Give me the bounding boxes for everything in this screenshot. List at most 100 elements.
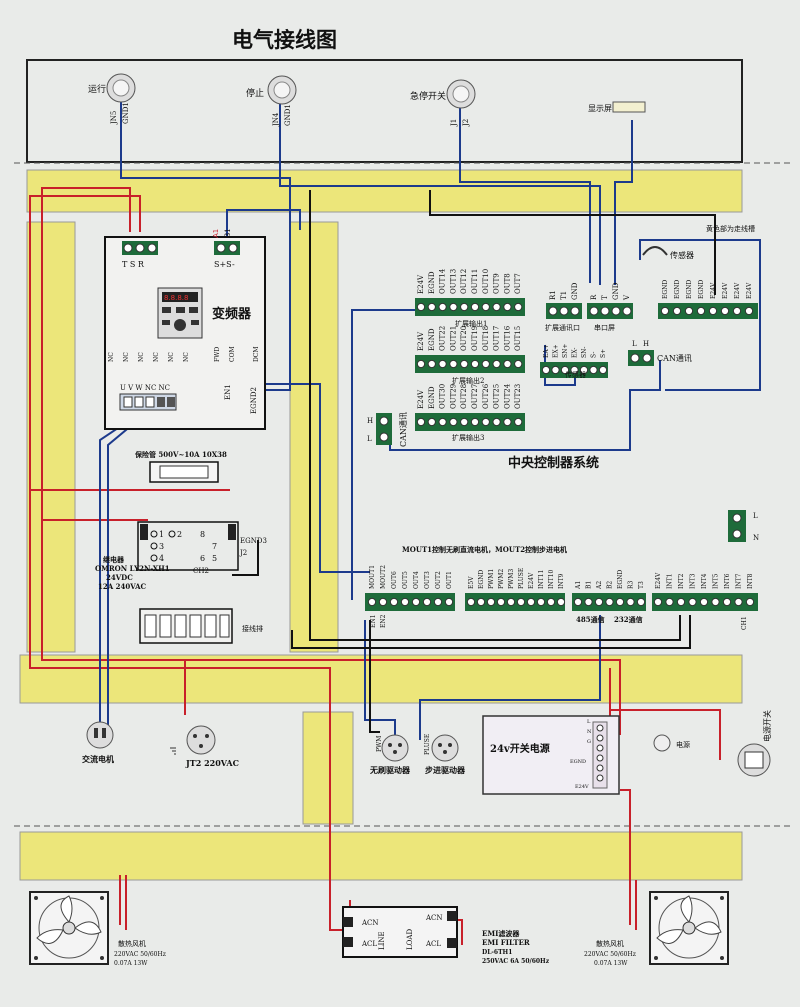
ext-comm-pin-7: S+	[600, 349, 607, 358]
relay-box	[137, 521, 239, 571]
pwm-screw-7	[526, 597, 536, 607]
exp1-screw-1	[416, 302, 426, 312]
sensor-power-pin-6: E24V	[722, 282, 729, 299]
sensor-label: 传感器	[565, 370, 586, 379]
relay-pin-5: 5	[212, 554, 217, 563]
exp1-screw-8	[492, 302, 501, 312]
power-inlet: 电源	[653, 734, 690, 752]
serial-pin-r1: R1	[549, 290, 557, 300]
run-pin-2: GND1	[122, 102, 130, 124]
inverter-s-terminals: S+S-	[214, 260, 235, 269]
sensor-power-connector	[658, 303, 758, 319]
pwm-screw-9	[546, 597, 556, 607]
sensor-power-pin-1: EGND	[662, 280, 669, 299]
exp2-screw-4	[449, 359, 458, 369]
exp3-screw-3	[438, 417, 447, 427]
sensor-power-screw-6	[720, 306, 730, 316]
comm-screw-6	[626, 597, 635, 607]
ext-comm-screw-6	[589, 365, 598, 375]
exp1-screw-4	[449, 302, 458, 312]
mout-pin-2: MOUT2	[380, 565, 387, 589]
exp2-pin-5: OUT20	[460, 326, 468, 351]
estop-switch: 急停开关 J1 J2	[410, 79, 476, 127]
input-screw-5	[699, 597, 709, 607]
exp3-pin-7: OUT26	[482, 383, 490, 409]
sensor-power-screw-5	[708, 306, 718, 316]
fan-left-spec1: 220VAC 50/60Hz	[114, 951, 166, 958]
input-pin-7: INT6	[724, 573, 731, 589]
can-pin-l: L	[632, 340, 637, 348]
pwm-screw-5	[506, 597, 516, 607]
psu-pin-egnd: EGND	[570, 759, 586, 765]
exp2-screw-1	[416, 359, 426, 369]
estop-pin-1: J1	[450, 119, 458, 127]
inverter-keypad: 8.8.8.8	[157, 287, 203, 339]
trunk-bottom	[19, 831, 743, 881]
diagram-title: 电气接线图	[232, 28, 337, 52]
pwm-pin-2: EGND	[478, 570, 485, 589]
sensor-power-pin-4: EGND	[698, 280, 705, 299]
mout-pin-7: OUT2	[435, 571, 442, 589]
comm-screw-1	[573, 597, 583, 607]
emi-load: LOAD	[406, 929, 414, 950]
sd-pin-gnd: GND	[612, 282, 620, 300]
input-screw-1	[653, 597, 663, 607]
emi-acl-right: ACL	[425, 940, 441, 948]
psu-label: 24v开关电源	[490, 742, 550, 755]
ext-comm-pin-3: SN+	[562, 344, 569, 358]
input-pin-8: INT7	[736, 573, 743, 589]
fan-left-spec2: 0.07A 13W	[114, 960, 148, 967]
mout-pin-4: OUT5	[402, 571, 409, 589]
exp2-pin-8: OUT17	[493, 326, 501, 351]
relay-ch2: CH2	[193, 567, 209, 575]
fan-right-name: 散热风机	[596, 939, 624, 948]
exp3-screw-1	[416, 417, 426, 427]
ln-pin-n: N	[753, 534, 759, 542]
relay-pin-1: 1	[159, 530, 164, 539]
jt2-label: JT2 220VAC	[185, 758, 239, 768]
sensor-power-screw-3	[684, 306, 694, 316]
ln-port: L N	[728, 510, 759, 542]
comm-pin-6: R3	[628, 580, 635, 589]
input-screw-3	[676, 597, 686, 607]
pwm-pin-6: PLUSE	[518, 568, 525, 589]
exp2-screw-10	[514, 359, 523, 369]
input-screw-2	[665, 597, 674, 607]
exp2-screw-8	[492, 359, 501, 369]
sensor-power-pin-3: EGND	[686, 280, 693, 299]
inverter-tsr: T S R	[122, 260, 145, 269]
wire-red-2	[29, 195, 345, 931]
wire-red-fan-right	[620, 789, 637, 930]
can-pin-h: H	[643, 340, 649, 348]
emi-filter: ACN ACL LINE LOAD ACN ACL EMI滤波器 EMI FIL…	[342, 906, 550, 965]
sd-pin-t: T	[601, 295, 609, 300]
input-pin-1: E24V	[655, 572, 662, 589]
exp3-pin-8: OUT25	[493, 384, 501, 409]
exp1-screw-10	[514, 302, 523, 312]
comm-pin-2: B1	[586, 581, 593, 589]
relay-pin-2: 2	[177, 530, 182, 539]
exp2-pin-3: OUT22	[439, 326, 447, 351]
inverter-term-4: NC	[153, 352, 160, 362]
yellow-note: 黄色部为走线槽	[706, 224, 755, 233]
exp3-pin-1: E24V	[417, 389, 425, 409]
power-label: 电源	[676, 740, 690, 749]
pwm-screw-8	[536, 597, 546, 607]
inverter-b1: B1	[224, 228, 232, 238]
operator-panel	[26, 59, 743, 163]
power-switch: 电源开关	[737, 710, 772, 777]
fuse-holder: 保险管 500V~10A 10X38	[134, 450, 227, 483]
emi-acn-left: ACN	[361, 919, 379, 927]
sd-pin-v: V	[623, 294, 631, 301]
exp3-screw-5	[460, 417, 469, 427]
relay-coil: 24VDC	[106, 573, 133, 582]
stepper-driver: PLUSE 步进驱动器	[424, 734, 466, 775]
inverter-term-5: NC	[168, 352, 175, 362]
exp2-pin-6: OUT19	[471, 326, 479, 351]
ext-comm-pin-6: S-	[591, 352, 598, 358]
rs485-label: 485通信	[576, 615, 605, 624]
exp1-screw-7	[481, 302, 490, 312]
exp1-screw-5	[460, 302, 469, 312]
pwm-pin-9: INT10	[548, 570, 555, 589]
